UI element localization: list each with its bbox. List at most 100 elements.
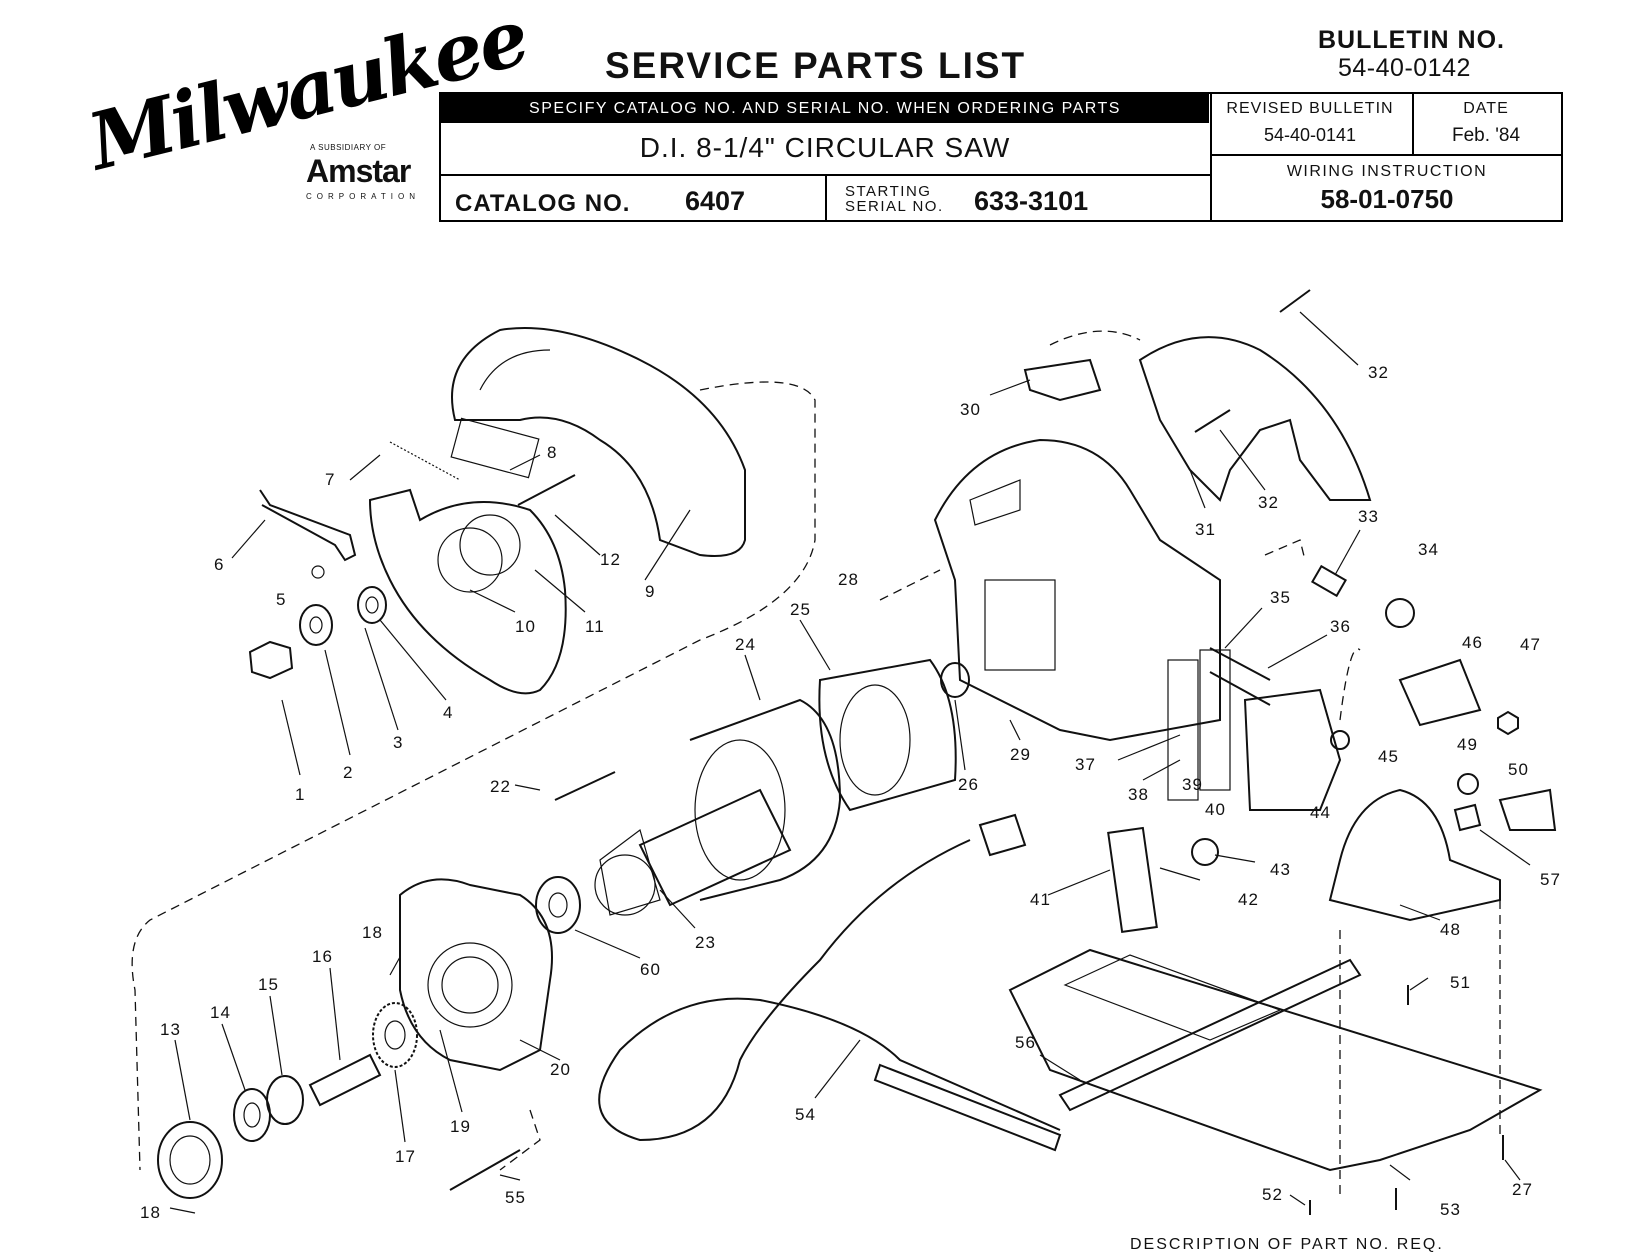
callout-45: 45	[1378, 747, 1399, 766]
catalog-number: 6407	[685, 186, 746, 216]
wiring-instruction-label: WIRING INSTRUCTION	[1286, 163, 1488, 180]
callout-13: 13	[160, 1020, 181, 1039]
handle	[1138, 336, 1372, 502]
field	[818, 658, 957, 812]
callout-24: 24	[735, 635, 756, 654]
catalog-label: CATALOG NO.	[455, 190, 631, 217]
callout-1: 1	[295, 785, 305, 804]
rip-guide	[1058, 958, 1362, 1112]
lever	[259, 489, 357, 562]
starting-label-line2: SERIAL NO.	[845, 198, 944, 215]
callout-51: 51	[1450, 973, 1471, 992]
callout-3: 3	[393, 733, 403, 752]
depth-bracket	[1243, 688, 1342, 811]
subsidiary-note: A SUBSIDIARY OF	[310, 143, 387, 152]
divider	[1412, 92, 1414, 154]
callout-56: 56	[1015, 1033, 1036, 1052]
callout-43: 43	[1270, 860, 1291, 879]
callout-6: 6	[214, 555, 224, 574]
callout-16: 16	[312, 947, 333, 966]
power-cord	[598, 839, 1061, 1142]
callout-38: 38	[1128, 785, 1149, 804]
callout-31: 31	[1195, 520, 1216, 539]
revised-bulletin-label: REVISED BULLETIN	[1226, 100, 1394, 117]
parent-suffix: CORPORATION	[306, 192, 420, 201]
callout-labels: 1 2 3 4 5 6 7 8 9 10 11 12 13 14 15 16 1…	[140, 363, 1561, 1222]
page-title: SERVICE PARTS LIST	[605, 45, 1027, 86]
callout-26: 26	[958, 775, 979, 794]
callout-15: 15	[258, 975, 279, 994]
callout-8: 8	[547, 443, 557, 462]
callout-46: 46	[1462, 633, 1483, 652]
callout-35: 35	[1270, 588, 1291, 607]
callout-30: 30	[960, 400, 981, 419]
callout-40: 40	[1205, 800, 1226, 819]
callout-29: 29	[1010, 745, 1031, 764]
callout-4: 4	[443, 703, 453, 722]
callout-47: 47	[1520, 635, 1541, 654]
callout-53: 53	[1440, 1200, 1461, 1219]
callout-17: 17	[395, 1147, 416, 1166]
callout-19: 19	[450, 1117, 471, 1136]
divider	[825, 176, 827, 222]
leader-lines	[169, 311, 1531, 1214]
product-name: D.I. 8-1/4" CIRCULAR SAW	[639, 132, 1011, 163]
lower-guard	[368, 488, 567, 695]
callout-11: 11	[585, 617, 605, 636]
parent-brand: Amstar	[306, 153, 411, 189]
date-value: Feb. '84	[1451, 125, 1521, 146]
callout-60: 60	[640, 960, 661, 979]
callout-9: 9	[645, 582, 655, 601]
callout-55: 55	[505, 1188, 526, 1207]
callout-37: 37	[1075, 755, 1096, 774]
callout-44: 44	[1310, 803, 1331, 822]
blade-guard	[451, 327, 746, 557]
callout-32a: 32	[1368, 363, 1389, 382]
bulletin-label: BULLETIN NO.	[1318, 26, 1505, 54]
gear-case	[399, 878, 553, 1072]
callout-25: 25	[790, 600, 811, 619]
callout-10: 10	[515, 617, 536, 636]
callout-33: 33	[1358, 507, 1379, 526]
starting-serial-number: 633-3101	[974, 186, 1089, 216]
callout-14: 14	[210, 1003, 231, 1022]
callout-57: 57	[1540, 870, 1561, 889]
callout-27: 27	[1512, 1180, 1533, 1199]
bulletin-number: 54-40-0142	[1338, 54, 1471, 82]
callout-5: 5	[276, 590, 286, 609]
header-right-box	[1210, 92, 1563, 222]
base-shoe	[1008, 948, 1543, 1172]
callout-41: 41	[1030, 890, 1051, 909]
callout-34: 34	[1418, 540, 1439, 559]
ordering-instruction-bar: SPECIFY CATALOG NO. AND SERIAL NO. WHEN …	[441, 94, 1209, 123]
callout-52: 52	[1262, 1185, 1283, 1204]
callout-49: 49	[1457, 735, 1478, 754]
motor-housing	[933, 438, 1221, 742]
callout-18a: 18	[362, 923, 383, 942]
spring	[389, 441, 461, 481]
callout-7: 7	[325, 470, 335, 489]
callout-39: 39	[1182, 775, 1203, 794]
starting-label-line1: STARTING	[845, 183, 932, 200]
knob	[1398, 658, 1482, 727]
callout-22: 22	[490, 777, 511, 796]
divider	[441, 174, 1210, 176]
starting-serial-label: STARTING SERIAL NO.	[845, 184, 944, 214]
callout-18b: 18	[140, 1203, 161, 1222]
parts-table-header-fragment: DESCRIPTION OF PART NO. REQ.	[1130, 1236, 1444, 1253]
callout-23: 23	[695, 933, 716, 952]
bolt	[248, 640, 294, 680]
baffle	[689, 698, 842, 901]
exploded-parts-diagram: 1 2 3 4 5 6 7 8 9 10 11 12 13 14 15 16 1…	[131, 289, 1561, 1222]
milwaukee-logo: Milwaukee A SUBSIDIARY OF Amstar CORPORA…	[80, 0, 535, 240]
callout-20: 20	[550, 1060, 571, 1079]
divider	[1210, 154, 1563, 156]
callout-54: 54	[795, 1105, 816, 1124]
callout-32b: 32	[1258, 493, 1279, 512]
callout-2: 2	[343, 763, 353, 782]
bearing-retainer	[157, 1121, 223, 1199]
wiring-instruction-number: 58-01-0750	[1320, 184, 1454, 214]
guide	[1107, 826, 1158, 934]
date-label: DATE	[1463, 100, 1509, 117]
callout-12: 12	[600, 550, 621, 569]
